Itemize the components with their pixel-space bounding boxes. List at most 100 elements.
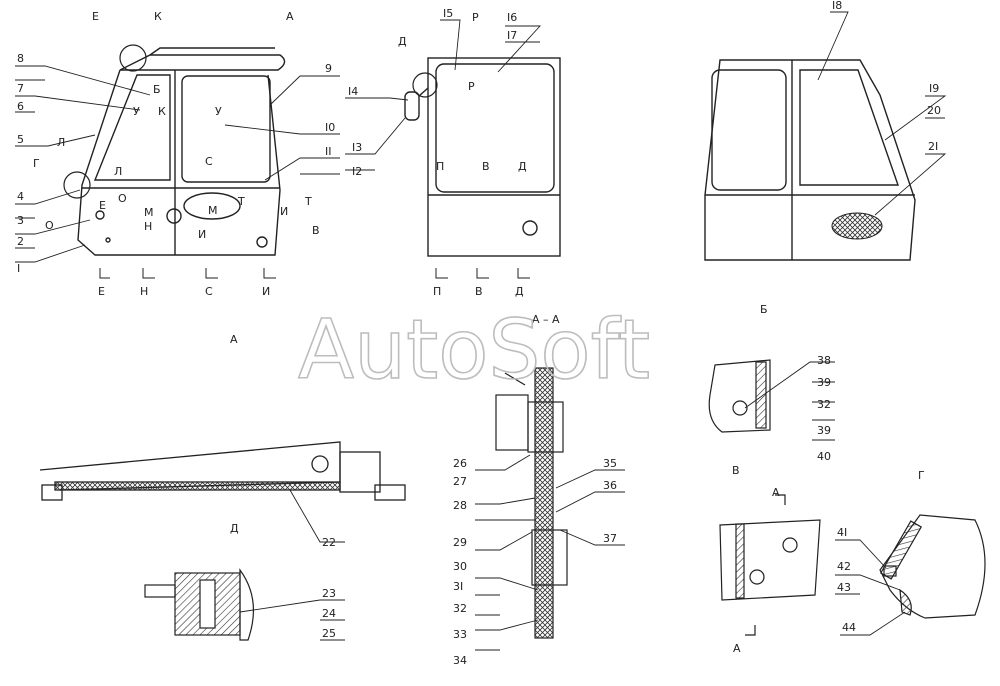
callout-16: I6 xyxy=(507,11,517,24)
callout-13: I3 xyxy=(352,141,362,154)
callout-39a: 39 xyxy=(817,376,831,389)
letter-m1: М xyxy=(144,206,154,219)
callout-43: 43 xyxy=(837,581,851,594)
callout-20: 20 xyxy=(927,104,941,117)
letter-g: Г xyxy=(33,157,40,170)
callout-4: 4 xyxy=(17,190,24,203)
section-a-bottom: А xyxy=(733,642,741,655)
callout-30: 30 xyxy=(453,560,467,573)
letter-i2: И xyxy=(198,228,206,241)
section-mark-s: С xyxy=(205,285,213,298)
letter-v-in: В xyxy=(482,160,490,173)
detail-view-d xyxy=(39,441,406,501)
callout-10: I0 xyxy=(325,121,335,134)
callout-15: I5 xyxy=(443,7,453,20)
callout-36: 36 xyxy=(603,479,617,492)
letter-o1: О xyxy=(118,192,127,205)
callout-11: II xyxy=(325,145,332,158)
letter-l2: Л xyxy=(114,165,122,178)
letter-u2: У xyxy=(215,105,222,118)
section-mark-n: Н xyxy=(140,285,148,298)
callout-8: 8 xyxy=(17,52,24,65)
callout-44: 44 xyxy=(842,621,856,634)
cab-side-view-left xyxy=(77,47,286,256)
letter-top-k: К xyxy=(154,10,162,23)
callout-27: 27 xyxy=(453,475,467,488)
cab-rear-view-middle xyxy=(404,57,561,257)
callout-32b: 32 xyxy=(817,398,831,411)
callout-12: I2 xyxy=(352,165,362,178)
callout-28: 28 xyxy=(453,499,467,512)
callout-29: 29 xyxy=(453,536,467,549)
section-mark-d: Д xyxy=(515,285,524,298)
view-title-d: Д xyxy=(230,522,239,535)
letter-p-in: П xyxy=(436,160,444,173)
bolt-section xyxy=(144,568,254,641)
callout-33: 33 xyxy=(453,628,467,641)
callout-21: 2I xyxy=(928,140,938,153)
callout-19: I9 xyxy=(929,82,939,95)
letter-u1: У xyxy=(133,105,140,118)
callout-14: I4 xyxy=(348,85,358,98)
letter-e2: Е xyxy=(99,199,106,212)
callout-26: 26 xyxy=(453,457,467,470)
letter-top-a: А xyxy=(286,10,294,23)
letter-p2: Р xyxy=(468,80,475,93)
callout-37: 37 xyxy=(603,532,617,545)
view-title-g: Г xyxy=(918,469,925,482)
detail-circle-g xyxy=(63,171,91,199)
section-mark-e: Е xyxy=(98,285,105,298)
letter-d-in: Д xyxy=(518,160,527,173)
detail-view-g xyxy=(879,514,986,619)
hatched-panel-21 xyxy=(831,212,883,240)
letter-t2: Т xyxy=(304,195,312,208)
letter-i1: И xyxy=(280,205,288,218)
section-a-top: А xyxy=(772,486,780,499)
callout-31: 3I xyxy=(453,580,463,593)
letter-top-e: Е xyxy=(92,10,99,23)
callout-3: 3 xyxy=(17,214,24,227)
callout-42: 42 xyxy=(837,560,851,573)
callout-9: 9 xyxy=(325,62,332,75)
letter-m2: М xyxy=(208,204,218,217)
letter-t1: Т xyxy=(237,195,245,208)
callout-18: I8 xyxy=(832,0,842,12)
detail-circle-d xyxy=(412,72,438,98)
letter-s1: С xyxy=(205,155,213,168)
callout-25: 25 xyxy=(322,627,336,640)
detail-view-v xyxy=(719,494,821,636)
letter-v1: В xyxy=(312,224,320,237)
callout-17: I7 xyxy=(507,29,517,42)
section-mark-i: И xyxy=(262,285,270,298)
section-mark-v: В xyxy=(475,285,483,298)
view-title-b: Б xyxy=(760,303,768,316)
callout-35: 35 xyxy=(603,457,617,470)
letter-o2: О xyxy=(45,219,54,232)
section-title-aa: А – А xyxy=(532,313,560,326)
callout-22: 22 xyxy=(322,536,336,549)
view-title-v: В xyxy=(732,464,740,477)
letter-b: Б xyxy=(153,83,161,96)
callout-40: 40 xyxy=(817,450,831,463)
callout-34: 34 xyxy=(453,654,467,667)
letter-l1: Л xyxy=(57,136,65,149)
callout-6: 6 xyxy=(17,100,24,113)
cab-side-view-right xyxy=(704,59,916,261)
callout-38: 38 xyxy=(817,354,831,367)
detail-circle-e xyxy=(119,44,147,72)
view-title-a: А xyxy=(230,333,238,346)
callout-23: 23 xyxy=(322,587,336,600)
callout-5: 5 xyxy=(17,133,24,146)
section-aa xyxy=(495,367,568,639)
letter-n1: Н xyxy=(144,220,152,233)
letter-d-top: Д xyxy=(398,35,407,48)
detail-view-b xyxy=(708,359,771,433)
section-mark-p: П xyxy=(433,285,441,298)
callout-1: I xyxy=(17,262,20,275)
callout-41: 4I xyxy=(837,526,847,539)
callout-7: 7 xyxy=(17,82,24,95)
callout-2: 2 xyxy=(17,235,24,248)
letter-p1: Р xyxy=(472,11,479,24)
watermark: AutoSoft xyxy=(298,303,650,398)
